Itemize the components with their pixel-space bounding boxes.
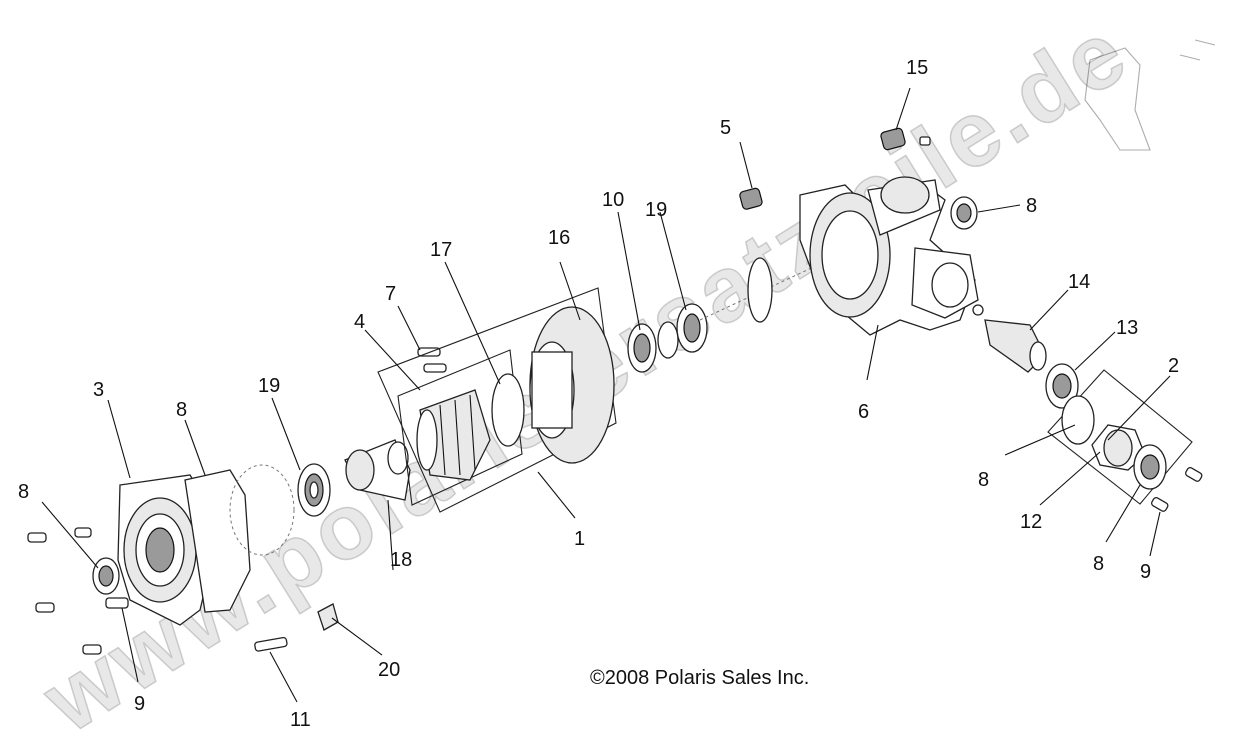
callout-6: 6: [858, 401, 869, 423]
callout-18: 18: [390, 549, 412, 571]
snap-ring-part: [747, 257, 773, 323]
ring-gear-part: [529, 306, 615, 464]
callout-2: 2: [1168, 355, 1179, 377]
callout-3: 3: [93, 379, 104, 401]
callout-11: 11: [290, 709, 311, 731]
callout-7: 7: [385, 283, 396, 305]
bolt-right-icon: [1151, 466, 1203, 512]
watermark-logo: [1084, 39, 1216, 151]
callout-13: 13: [1116, 317, 1138, 339]
clip-part: [317, 603, 339, 631]
seal-right-part: [1133, 444, 1167, 490]
callout-8: 8: [978, 469, 989, 491]
callout-9: 9: [134, 693, 145, 715]
housing-cover-part: [117, 469, 251, 626]
bearing-10-part: [627, 321, 679, 373]
assembly-outline-4: [397, 349, 523, 506]
main-housing-part: [799, 176, 979, 336]
assembly-outline-1: [377, 287, 617, 513]
pinion-shaft-part: [972, 304, 1047, 373]
bearing-left-part: [297, 463, 331, 517]
callout-8: 8: [1093, 553, 1104, 575]
plug-15-part: [880, 127, 931, 151]
assembly-outline-2: [1047, 369, 1193, 505]
callout-8: 8: [1026, 195, 1037, 217]
bearing-13-part: [1045, 363, 1079, 409]
callout-17: 17: [430, 239, 452, 261]
leader-lines: [41, 87, 1171, 703]
plug-5-part: [739, 187, 763, 210]
callout-15: 15: [906, 57, 928, 79]
copyright-text: ©2008 Polaris Sales Inc.: [590, 667, 809, 689]
seal-left-part: [92, 557, 120, 595]
bearing-right-part: [676, 303, 708, 353]
callout-8: 8: [18, 481, 29, 503]
pinion-gear-part: [344, 439, 411, 501]
callout-19: 19: [258, 375, 280, 397]
gasket-part: [229, 464, 295, 556]
o-ring-part: [1061, 395, 1095, 445]
thrust-plate-part: [491, 373, 525, 447]
callout-10: 10: [602, 189, 624, 211]
bolt-long-part: [254, 636, 288, 652]
callout-9: 9: [1140, 561, 1151, 583]
callout-1: 1: [574, 528, 585, 550]
callout-5: 5: [720, 117, 731, 139]
callout-14: 14: [1068, 271, 1090, 293]
callout-19: 19: [645, 199, 667, 221]
seal-top-right-part: [950, 196, 978, 230]
callout-16: 16: [548, 227, 570, 249]
roller-cage-part: [416, 389, 491, 481]
bolt-icon: [27, 527, 129, 655]
callout-12: 12: [1020, 511, 1042, 533]
callout-20: 20: [378, 659, 400, 681]
callout-8: 8: [176, 399, 187, 421]
callout-4: 4: [354, 311, 365, 333]
